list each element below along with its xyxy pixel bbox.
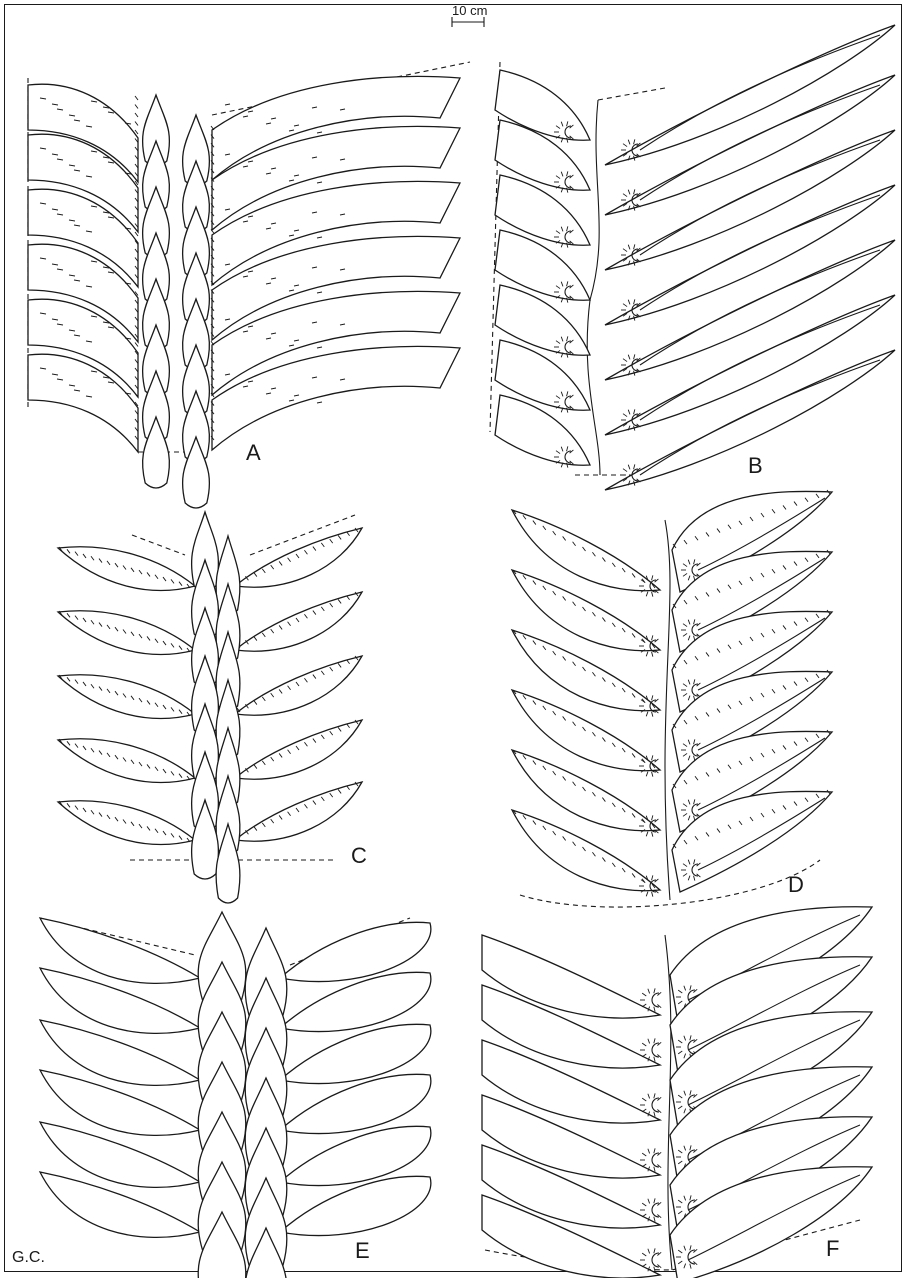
panel-c-left-leaflet [58,801,195,845]
panel-a-rachis [143,95,210,508]
panel-label-c: C [351,845,367,867]
panel-label-f: F [826,1238,839,1260]
panel-label-a: A [246,442,261,464]
panel-label-b: B [748,455,763,477]
scale-bar-label: 10 cm [452,4,487,17]
panel-b-drawing [490,25,895,490]
panel-c-cut-edge [132,535,185,555]
panel-c-left-leaflet [58,739,195,783]
panel-c-left-leaflet [58,611,195,655]
artist-initials: G.C. [12,1250,45,1266]
panel-label-d: D [788,874,804,896]
panel-b-rachis [587,100,600,475]
panel-c-left-leaflet [58,547,195,591]
panel-b-cut-edge [598,88,665,100]
panel-d-rachis [665,520,670,900]
panel-e-drawing [40,912,431,1278]
panel-f-drawing [482,907,872,1278]
panel-c-left-leaflet [58,675,195,719]
panel-d-drawing [512,490,832,907]
panel-c-drawing [58,512,362,903]
scale-bar [452,17,484,27]
panel-f-rachis [665,935,672,1270]
panel-label-e: E [355,1240,370,1262]
